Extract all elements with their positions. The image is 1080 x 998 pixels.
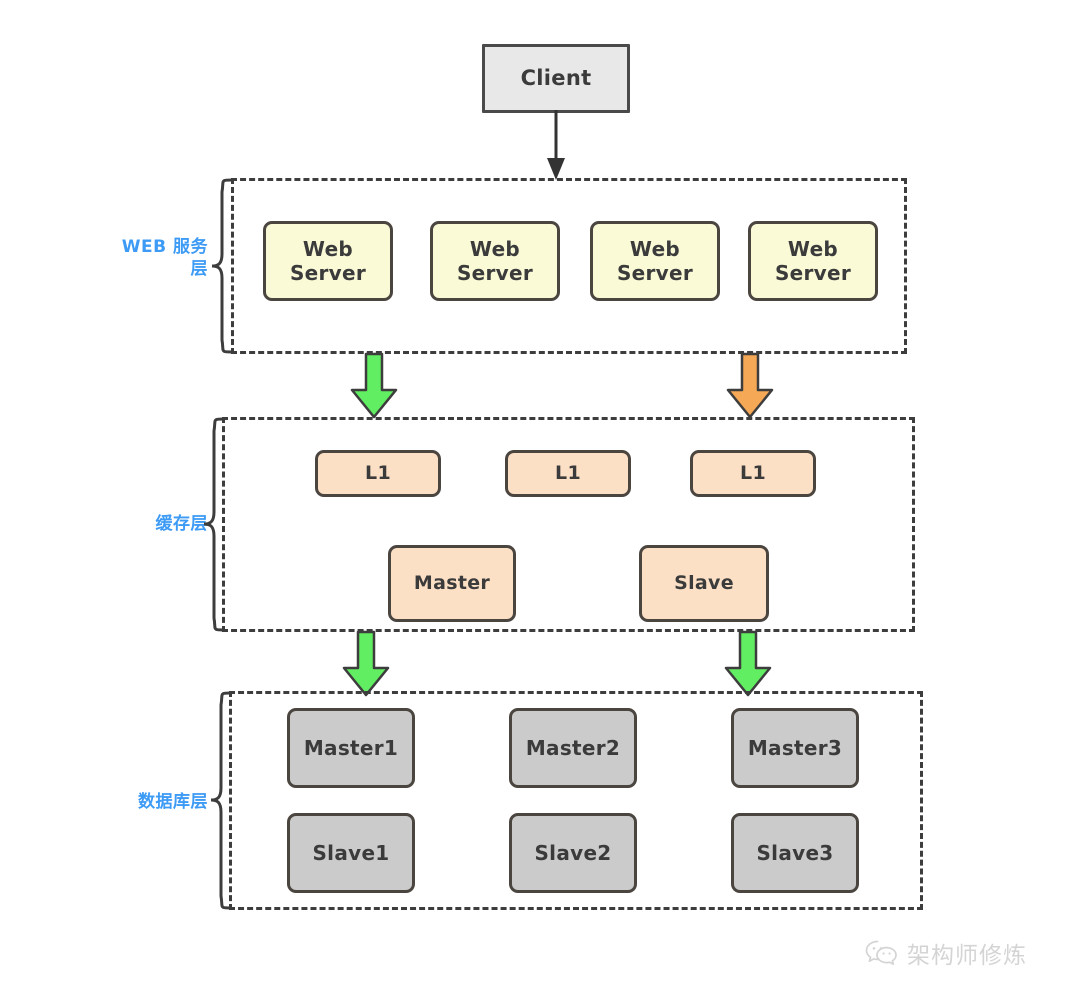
- layer-label-cache: 缓存层: [96, 513, 208, 535]
- connector-client-to-web: [547, 110, 565, 180]
- arrow-web-to-cache-left: [350, 352, 398, 419]
- node-web-server-2-label: Web Server: [456, 236, 534, 285]
- watermark: 架构师修炼: [865, 936, 1027, 970]
- node-db-slave3-label: Slave3: [756, 840, 834, 865]
- node-db-master2-label: Master2: [525, 735, 621, 760]
- node-db-master2[interactable]: Master2: [509, 708, 637, 788]
- node-client[interactable]: Client: [482, 44, 630, 113]
- node-web-server-2[interactable]: Web Server: [430, 221, 560, 301]
- wechat-icon: [865, 940, 897, 965]
- node-db-slave1-label: Slave1: [312, 840, 390, 865]
- layer-label-database: 数据库层: [86, 791, 208, 813]
- layer-box-cache: [222, 417, 915, 632]
- layer-label-cache-text: 缓存层: [155, 514, 208, 534]
- node-web-server-4-label: Web Server: [774, 236, 852, 285]
- node-web-server-3[interactable]: Web Server: [590, 221, 720, 301]
- node-cache-l1-2-label: L1: [555, 461, 581, 484]
- node-db-master1[interactable]: Master1: [287, 708, 415, 788]
- layer-label-web-line1: WEB 服务: [121, 237, 208, 257]
- node-cache-l1-3[interactable]: L1: [690, 450, 816, 497]
- node-cache-slave-label: Slave: [674, 571, 734, 594]
- node-db-slave1[interactable]: Slave1: [287, 813, 415, 893]
- layer-box-web: [231, 178, 907, 354]
- node-db-slave2-label: Slave2: [534, 840, 612, 865]
- node-cache-master[interactable]: Master: [388, 545, 516, 622]
- layer-label-web-line2: 层: [190, 259, 208, 280]
- layer-label-database-text: 数据库层: [138, 792, 208, 812]
- node-client-label: Client: [520, 65, 592, 90]
- brace-cache: [203, 417, 225, 632]
- arrow-cache-to-db-left: [342, 630, 390, 697]
- node-db-slave2[interactable]: Slave2: [509, 813, 637, 893]
- layer-label-web: WEB 服务 层: [96, 236, 208, 280]
- node-cache-l1-3-label: L1: [740, 461, 766, 484]
- node-db-master1-label: Master1: [303, 735, 399, 760]
- node-db-master3-label: Master3: [747, 735, 843, 760]
- layer-box-database: [229, 691, 923, 910]
- node-db-slave3[interactable]: Slave3: [731, 813, 859, 893]
- node-web-server-1-label: Web Server: [289, 236, 367, 285]
- brace-database: [210, 691, 232, 910]
- node-cache-slave[interactable]: Slave: [639, 545, 769, 622]
- brace-web: [211, 178, 233, 354]
- node-web-server-3-label: Web Server: [616, 236, 694, 285]
- watermark-text: 架构师修炼: [907, 943, 1027, 969]
- node-cache-l1-2[interactable]: L1: [505, 450, 631, 497]
- node-cache-master-label: Master: [413, 571, 491, 594]
- node-web-server-4[interactable]: Web Server: [748, 221, 878, 301]
- node-db-master3[interactable]: Master3: [731, 708, 859, 788]
- node-cache-l1-1[interactable]: L1: [315, 450, 441, 497]
- node-cache-l1-1-label: L1: [365, 461, 391, 484]
- arrow-cache-to-db-right: [724, 630, 772, 697]
- node-web-server-1[interactable]: Web Server: [263, 221, 393, 301]
- arrow-web-to-cache-right: [726, 352, 774, 419]
